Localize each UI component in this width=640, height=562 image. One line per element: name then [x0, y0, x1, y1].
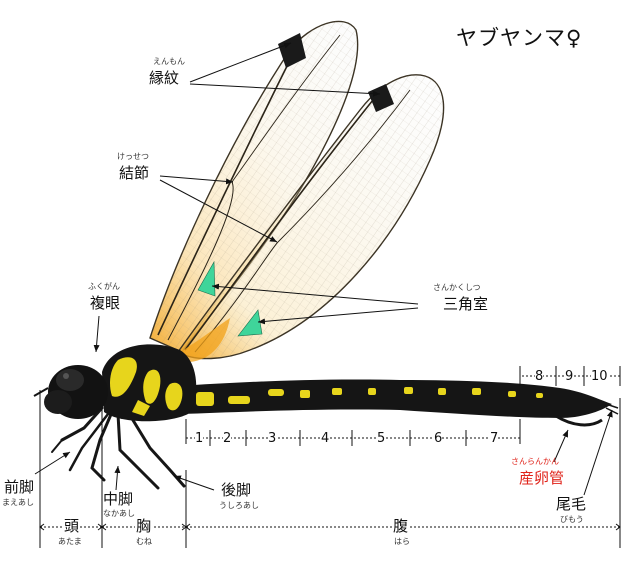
segment-number-2: 2	[223, 431, 232, 446]
forewing-pterostigma	[278, 33, 306, 68]
forewing-triangle	[197, 260, 216, 297]
ovipositor-shape	[555, 414, 603, 427]
compound-eye-ruby: ふくがん	[88, 282, 120, 291]
thorax	[102, 344, 197, 422]
segment-number-5: 5	[377, 431, 386, 446]
head	[33, 365, 108, 419]
triangle-ruby: さんかくしつ	[433, 283, 481, 292]
segment-number-8: 8	[535, 369, 544, 384]
foreleg-ruby: まえあし	[2, 498, 34, 507]
head-ruby: あたま	[58, 537, 82, 546]
midleg-ruby: なかあし	[103, 509, 135, 518]
legs	[51, 406, 186, 490]
wing-spot-ruby: えんもん	[153, 57, 185, 66]
ovipositor-label: 産卵管	[519, 469, 565, 487]
wing-spot-label: 縁紋	[149, 69, 180, 87]
pointer-lines	[34, 42, 613, 496]
abdomen	[178, 379, 619, 427]
segment-number-7: 7	[490, 431, 499, 446]
foreleg-label: 前脚	[4, 478, 35, 496]
segment-number-9: 9	[565, 369, 574, 384]
segment-number-4: 4	[321, 431, 330, 446]
midleg-label: 中脚	[103, 490, 134, 508]
node-label: 結節	[119, 164, 150, 182]
thorax-label: 胸	[135, 517, 153, 535]
abdomen-ruby: はら	[394, 537, 410, 546]
segment-number-3: 3	[268, 431, 277, 446]
species-title: ヤブヤンマ♀	[456, 26, 583, 50]
abdomen-label: 腹	[392, 517, 410, 535]
cerci-label: 尾毛	[556, 495, 587, 513]
hindleg-label: 後脚	[221, 481, 252, 499]
forewing	[149, 20, 359, 353]
compound-eye-label: 複眼	[90, 294, 121, 312]
segment-number-6: 6	[434, 431, 443, 446]
segment-number-10: 10	[591, 369, 608, 384]
triangle-label: 三角室	[443, 295, 489, 313]
hindleg-ruby: うしろあし	[219, 501, 259, 510]
node-ruby: けっせつ	[117, 152, 149, 161]
thorax-ruby: むね	[136, 537, 152, 546]
cerci-ruby: びもう	[560, 515, 584, 524]
head-label: 頭	[63, 517, 81, 535]
ovipositor-ruby: さんらんかん	[511, 457, 559, 466]
hindwing	[176, 74, 445, 362]
segment-number-1: 1	[195, 431, 204, 446]
